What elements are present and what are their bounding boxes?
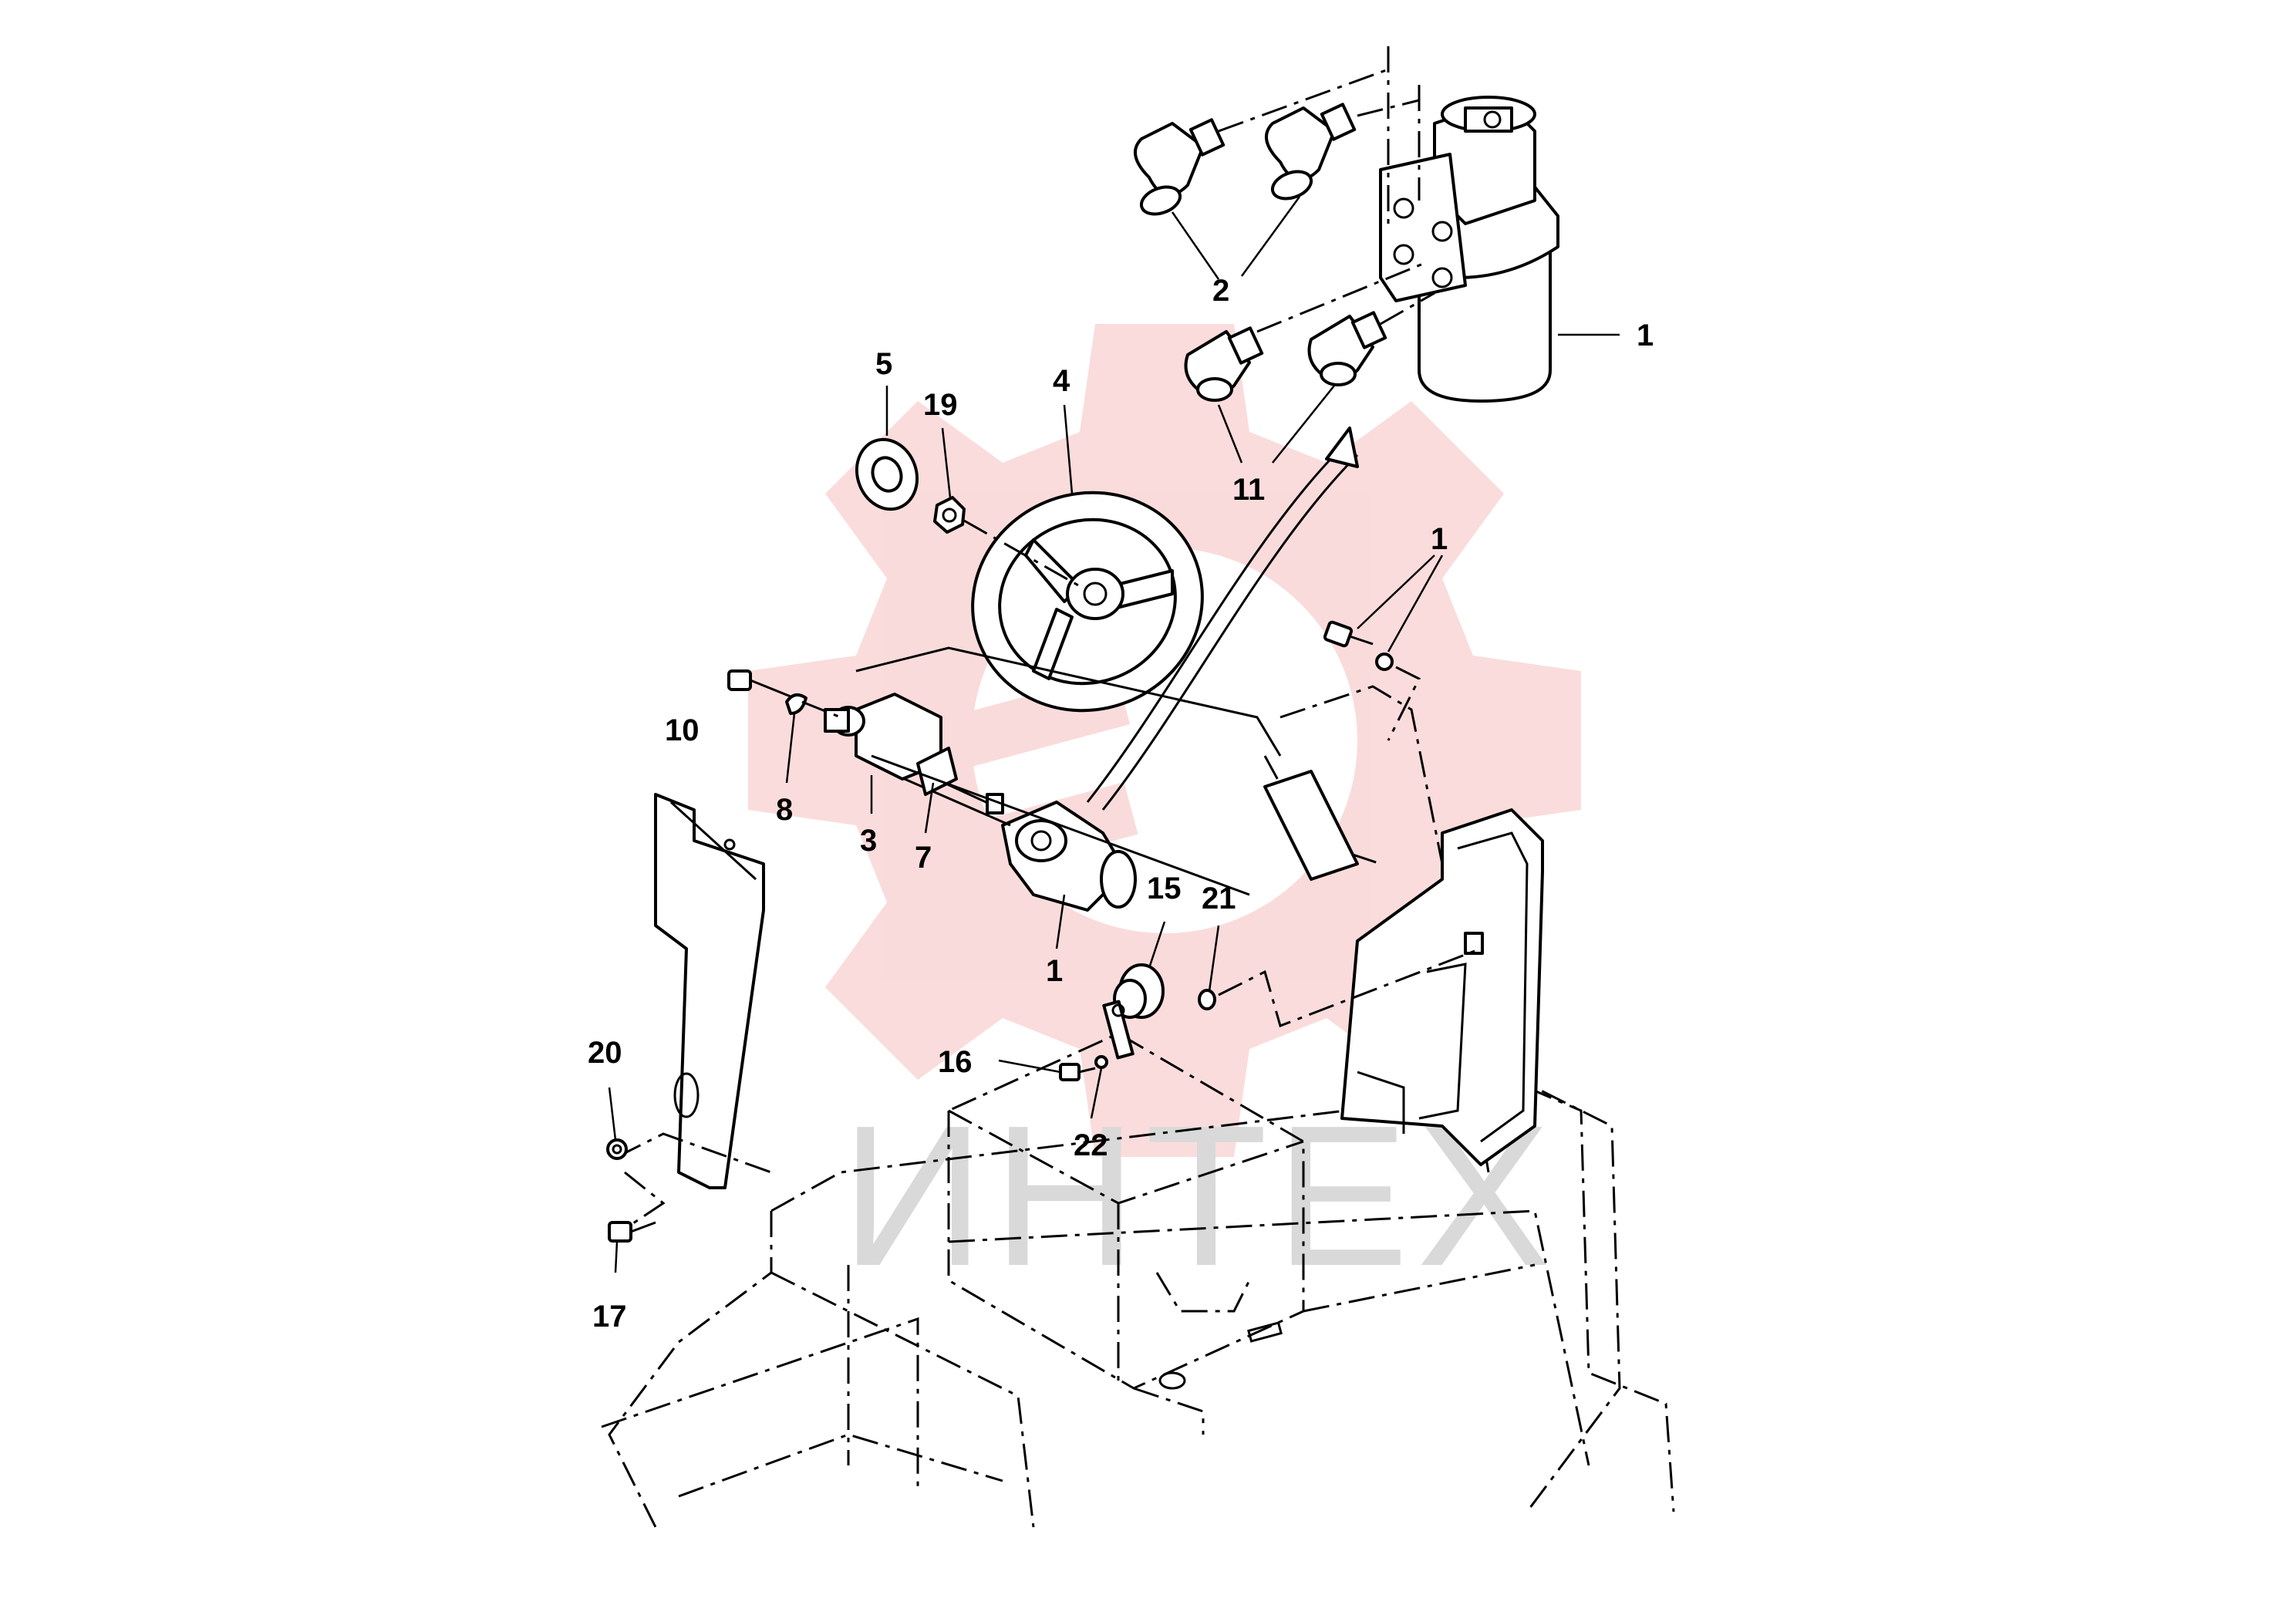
bolt-and-washer-8 — [727, 669, 841, 719]
callout-2: 2 — [1212, 274, 1229, 308]
elbow-fittings-11 — [1184, 261, 1435, 402]
callout-11: 11 — [1232, 473, 1265, 507]
bracket-10 — [616, 793, 772, 1236]
callout-7: 7 — [915, 841, 932, 875]
callout-4: 4 — [1053, 364, 1070, 398]
callout-20: 20 — [588, 1036, 622, 1070]
callout-5: 5 — [875, 347, 892, 381]
washer-21 — [1198, 947, 1482, 1027]
nut-20 — [606, 1138, 628, 1160]
callout-10: 10 — [665, 713, 700, 747]
bolt-and-washer-1 — [1323, 620, 1421, 741]
callout-1-bolt: 1 — [1431, 522, 1448, 556]
callout-17: 17 — [592, 1300, 627, 1334]
steering-column-1 — [886, 427, 1359, 912]
callout-labels: 1 2 11 5 19 4 1 10 8 3 7 1 15 21 16 22 2… — [588, 274, 1654, 1334]
horn-15 — [1102, 963, 1165, 1060]
column-support-bracket — [1263, 685, 1544, 1166]
callout-19: 19 — [923, 388, 958, 422]
nut-19 — [933, 496, 1081, 588]
elbow-fittings-2 — [1134, 68, 1420, 216]
callout-8: 8 — [776, 793, 793, 827]
callout-22: 22 — [1074, 1128, 1108, 1162]
callout-3: 3 — [860, 824, 877, 858]
bolt-17 — [608, 1221, 656, 1243]
callout-1-column: 1 — [1046, 954, 1063, 988]
washer-22 — [1094, 1055, 1108, 1069]
callout-15: 15 — [1147, 872, 1182, 905]
callout-1-orbitrol: 1 — [1637, 319, 1654, 352]
callout-21: 21 — [1202, 882, 1236, 916]
ignition-switch-assembly-3 — [824, 646, 1282, 896]
battery-box — [947, 1032, 1536, 1435]
cap-5 — [855, 437, 919, 511]
steering-unit-orbitrol — [1379, 46, 1559, 403]
steering-wheel-4 — [971, 491, 1204, 713]
chassis-frame — [601, 1086, 1675, 1528]
leader-lines — [608, 196, 1620, 1273]
callout-16: 16 — [938, 1045, 973, 1079]
